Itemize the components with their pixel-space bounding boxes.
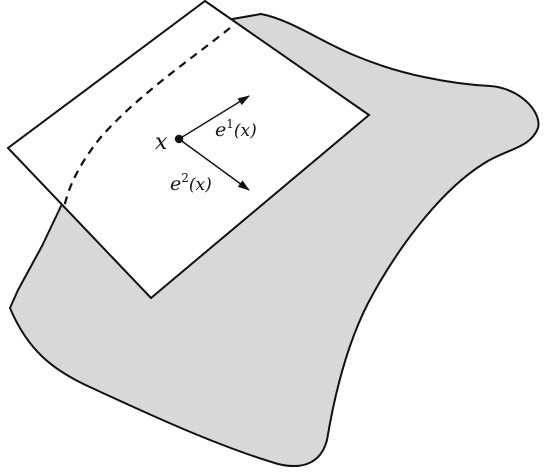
basis-vector-2-superscript: 2 — [181, 171, 189, 185]
point-label: x — [155, 130, 168, 155]
basis-vector-1-symbol: e — [215, 119, 226, 141]
point-marker — [174, 134, 184, 144]
tangent-plane — [6, 0, 371, 300]
basis-vector-1-argument: (x) — [234, 121, 257, 141]
basis-vector-1-arrow — [178, 95, 250, 140]
basis-vector-2-label: e2(x) — [170, 171, 212, 195]
basis-vector-2-arrow — [178, 138, 250, 191]
basis-vector-1-superscript: 1 — [226, 117, 234, 131]
hidden-surface-edge — [62, 27, 231, 209]
basis-vector-1-label: e1(x) — [215, 117, 257, 141]
basis-vector-2-symbol: e — [170, 173, 181, 195]
basis-vector-2-argument: (x) — [189, 175, 212, 195]
